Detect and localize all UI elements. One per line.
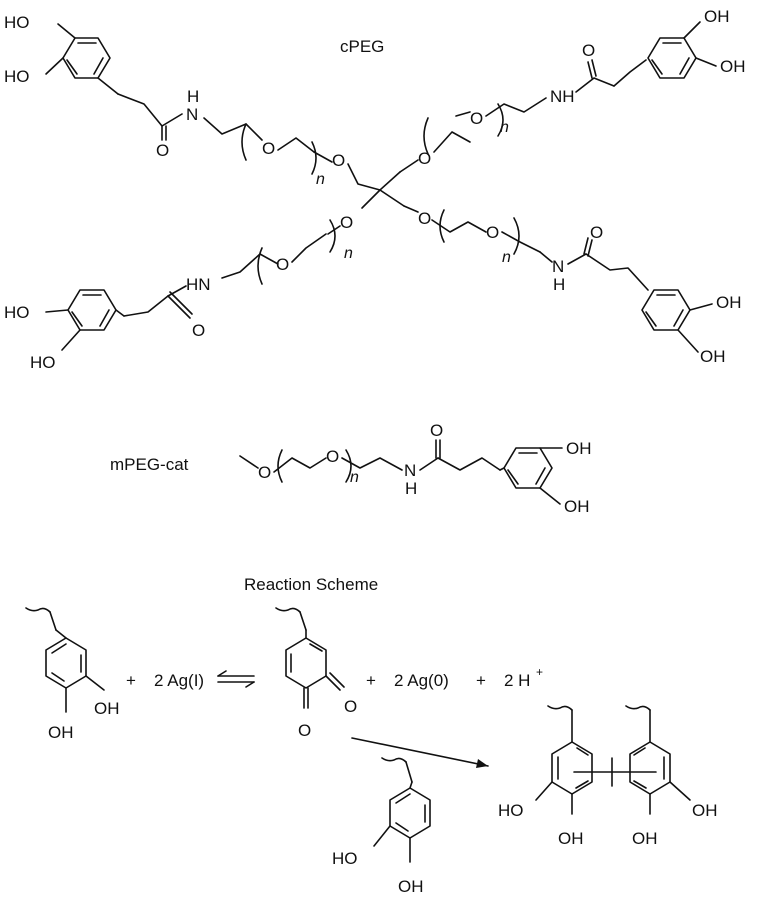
ether-oxygen-label: O: [486, 223, 499, 242]
crosslink-arrow: [351, 737, 489, 768]
hydroxyl-label: HO: [4, 303, 30, 322]
quinone-product: [275, 607, 345, 709]
repeat-n-label: n: [316, 171, 325, 188]
pentaerythritol-core: [361, 159, 419, 213]
repeat-n-label: n: [350, 469, 359, 486]
catechol-ring-bottom-left: [45, 289, 117, 351]
ether-oxygen-label: O: [418, 149, 431, 168]
hydroxyl-label: HO: [498, 801, 524, 820]
amide-n-label: N: [552, 257, 564, 276]
amide-hn-label: HN: [186, 275, 211, 294]
reaction-scheme-caption: Reaction Scheme: [244, 575, 378, 594]
hydroxyl-label: OH: [94, 699, 120, 718]
hydroxyl-label: OH: [564, 497, 590, 516]
proton-charge-label: +: [536, 665, 543, 679]
cpeg-structure: cPEG HO HO O N H O n O: [4, 7, 746, 372]
silver-metal-label: 2 Ag(0): [394, 671, 449, 690]
plus-sign: +: [366, 671, 376, 690]
ether-oxygen-label: O: [326, 447, 339, 466]
hydroxyl-label: OH: [692, 801, 718, 820]
ether-oxygen-label: O: [276, 255, 289, 274]
hydroxyl-label: OH: [632, 829, 658, 848]
carbonyl-oxygen-label: O: [590, 223, 603, 242]
ether-oxygen-label: O: [262, 139, 275, 158]
carbonyl-oxygen-label: O: [156, 141, 169, 160]
ether-oxygen-label: O: [418, 209, 431, 228]
amide-n-label: N: [186, 105, 198, 124]
plus-sign: +: [126, 671, 136, 690]
amide-h-label: H: [553, 275, 565, 294]
plus-sign: +: [476, 671, 486, 690]
catechol-ring-top-left: [45, 23, 119, 95]
amide-n-label: N: [404, 461, 416, 480]
amide-h-label: H: [187, 87, 199, 106]
carbonyl-oxygen-label: O: [192, 321, 205, 340]
amide-nh-label: NH: [550, 87, 575, 106]
carbonyl-oxygen-label: O: [582, 41, 595, 60]
ether-oxygen-label: O: [332, 151, 345, 170]
carbonyl-oxygen-label: O: [344, 697, 357, 716]
hydroxyl-label: OH: [700, 347, 726, 366]
reaction-scheme: Reaction Scheme OH OH + 2 Ag(I): [25, 575, 718, 896]
hydroxyl-label: OH: [716, 293, 742, 312]
cpeg-caption: cPEG: [340, 37, 384, 56]
catechol-reactant: [25, 607, 105, 713]
catechol-second: [373, 757, 431, 863]
hydroxyl-label: HO: [332, 849, 358, 868]
silver-ion-label: 2 Ag(I): [154, 671, 204, 690]
ether-oxygen-label: O: [340, 213, 353, 232]
hydroxyl-label: OH: [48, 723, 74, 742]
repeat-n-label: n: [502, 249, 511, 266]
proton-label: 2 H: [504, 671, 530, 690]
catechol-ring-mpeg: [503, 447, 563, 505]
hydroxyl-label: HO: [4, 13, 30, 32]
mpeg-cat-structure: mPEG-cat O O n N H O OH OH: [110, 421, 592, 516]
hydroxyl-label: OH: [566, 439, 592, 458]
repeat-n-label: n: [344, 245, 353, 262]
hydroxyl-label: HO: [30, 353, 56, 372]
ether-oxygen-label: O: [258, 463, 271, 482]
repeat-n-label: n: [500, 119, 509, 136]
catechol-ring-top-right: [647, 21, 717, 79]
ether-oxygen-label: O: [470, 109, 483, 128]
hydroxyl-label: OH: [704, 7, 730, 26]
carbonyl-oxygen-label: O: [430, 421, 443, 440]
catechol-ring-bottom-right: [641, 289, 713, 353]
crosslinked-dimer: [535, 705, 691, 815]
carbonyl-oxygen-label: O: [298, 721, 311, 740]
hydroxyl-label: OH: [720, 57, 746, 76]
hydroxyl-label: OH: [558, 829, 584, 848]
hydroxyl-label: OH: [398, 877, 424, 896]
amide-h-label: H: [405, 479, 417, 498]
mpeg-cat-caption: mPEG-cat: [110, 455, 189, 474]
hydroxyl-label: HO: [4, 67, 30, 86]
equilibrium-arrow: [217, 670, 255, 688]
